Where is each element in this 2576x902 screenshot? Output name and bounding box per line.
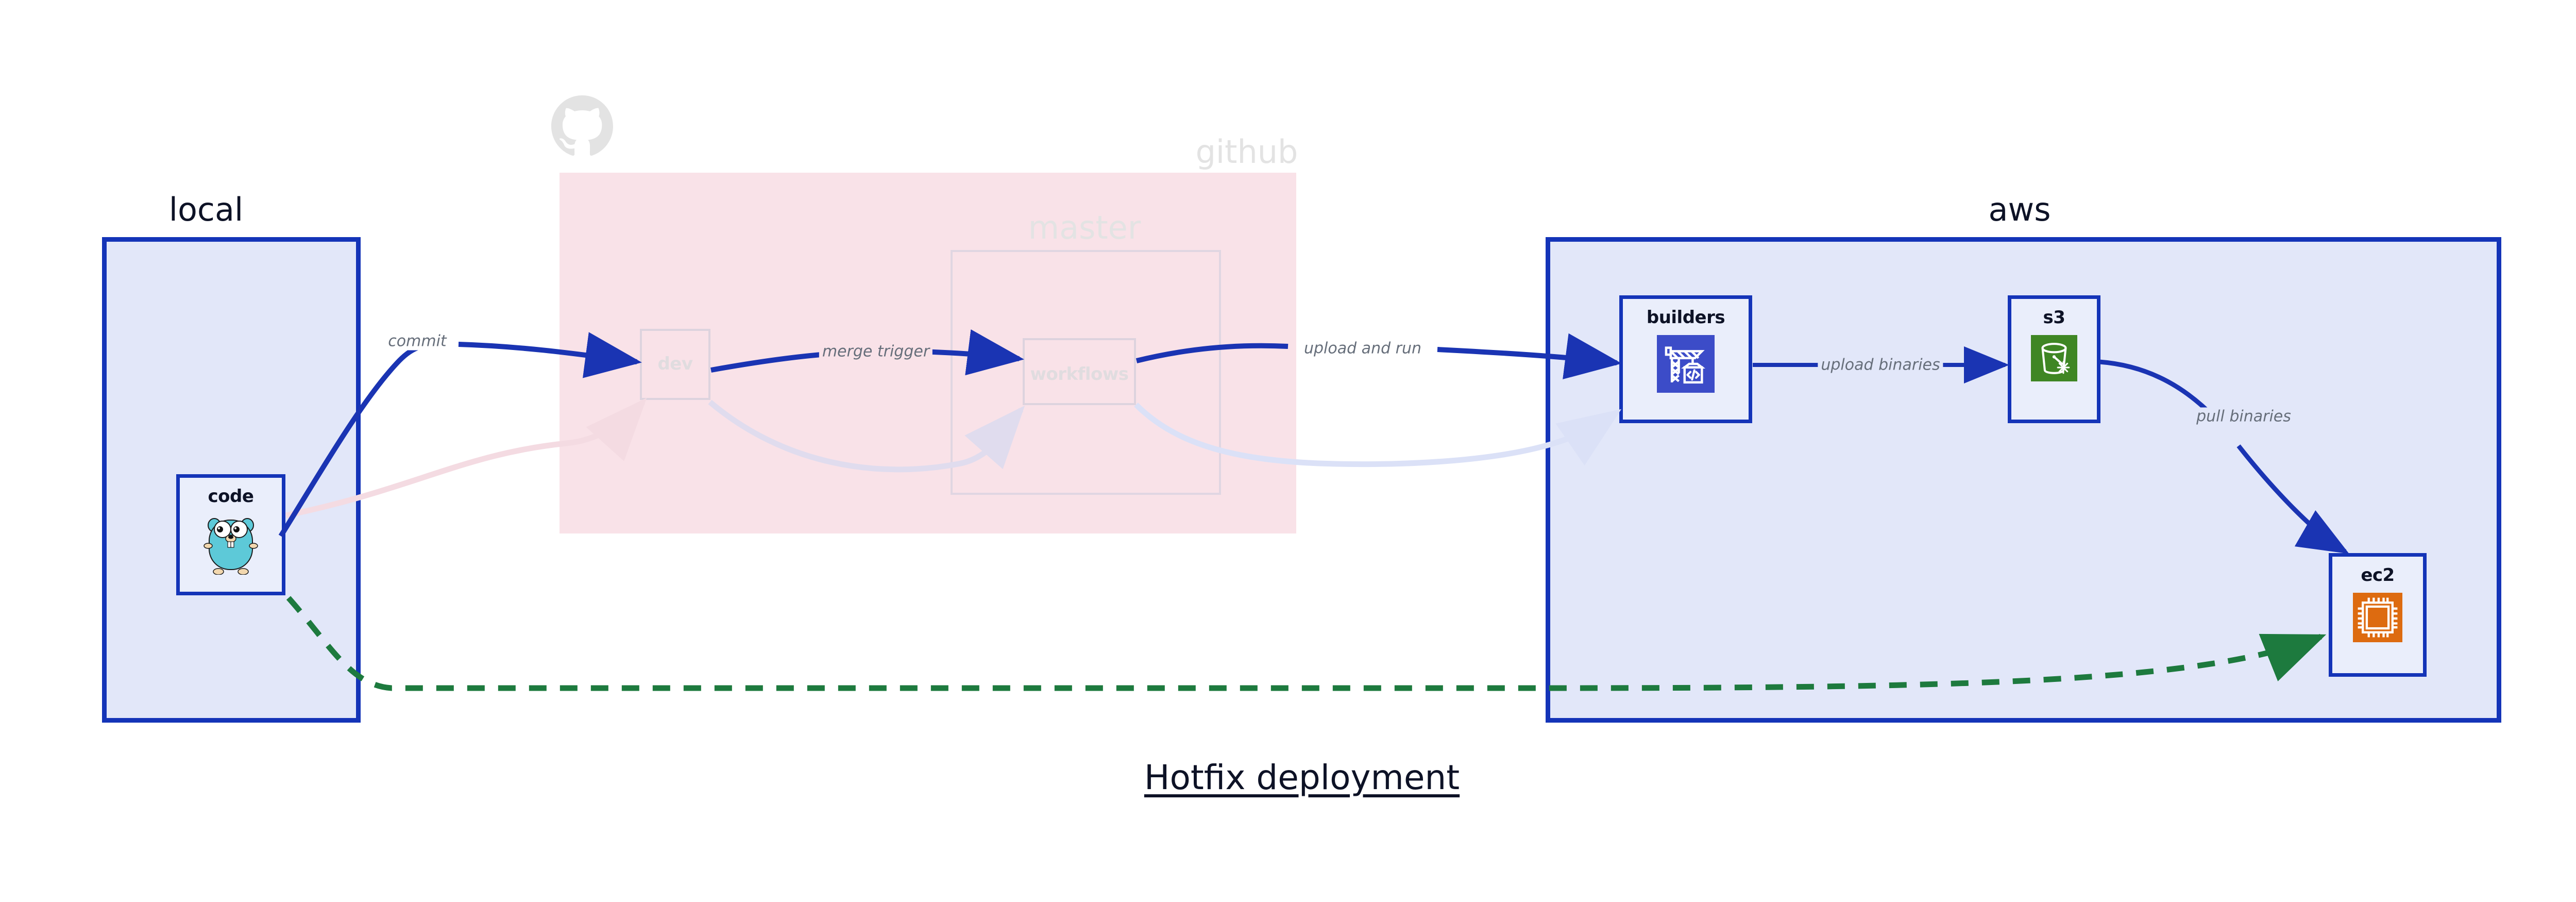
edge-label-commit: commit (385, 332, 450, 350)
node-code[interactable]: code (176, 474, 285, 595)
node-workflows[interactable]: workflows (1023, 338, 1136, 405)
node-workflows-label: workflows (1030, 364, 1129, 385)
node-s3[interactable]: s3 (2008, 295, 2100, 423)
edge-label-upload-binaries: upload binaries (1818, 356, 1943, 374)
aws-s3-glacier-icon (2031, 335, 2077, 383)
edge-label-merge-trigger: merge trigger (819, 342, 933, 361)
node-ec2-label: ec2 (2361, 565, 2395, 586)
edge-label-upload-and-run: upload and run (1300, 339, 1425, 358)
node-ec2[interactable]: ec2 (2329, 553, 2427, 677)
go-gopher-icon (203, 514, 259, 577)
edge-label-pull-binaries: pull binaries (2193, 407, 2294, 426)
node-code-label: code (208, 486, 254, 507)
node-builders-label: builders (1646, 307, 1725, 328)
node-s3-label: s3 (2043, 307, 2065, 328)
subzone-title-master: master (1028, 209, 1141, 246)
zone-title-aws: aws (1988, 191, 2051, 228)
diagram-title: Hotfix deployment (1144, 758, 1460, 797)
zone-title-local: local (168, 191, 244, 228)
node-builders[interactable]: builders (1619, 295, 1752, 423)
aws-ec2-chip-icon (2353, 593, 2402, 644)
zone-title-github: github (1195, 133, 1298, 171)
aws-codebuild-icon (1657, 335, 1715, 395)
node-dev[interactable]: dev (640, 329, 710, 400)
node-dev-label: dev (657, 354, 693, 374)
subzone-master (951, 250, 1221, 495)
github-octocat-icon (551, 95, 613, 157)
